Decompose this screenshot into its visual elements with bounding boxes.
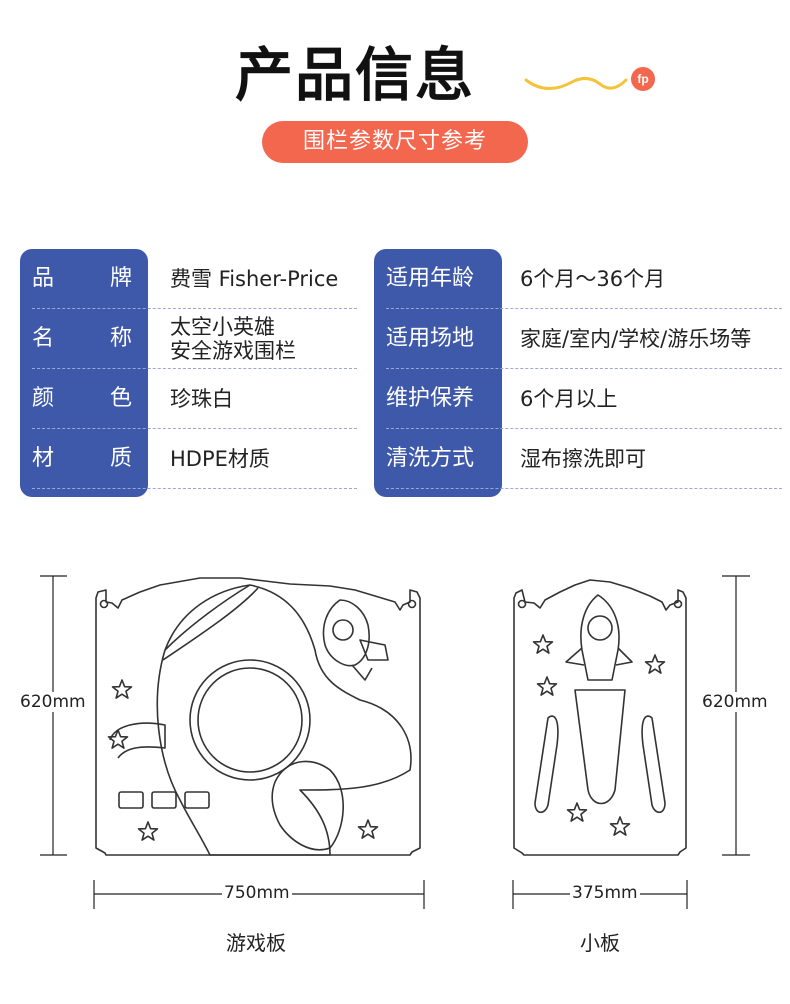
game-panel-outline <box>95 577 421 856</box>
spec-row: 品 牌 费雪 Fisher-Price <box>20 249 357 309</box>
row-divider <box>386 368 782 369</box>
spec-value-brand: 费雪 Fisher-Price <box>170 267 339 291</box>
spec-row: 维护保养 6个月以上 <box>374 369 782 429</box>
page-title: 产品信息 <box>234 41 475 109</box>
rocket-fin-icon <box>271 760 344 851</box>
spec-label-color: 颜 色 <box>32 386 132 411</box>
spec-label-name: 名 称 <box>32 326 132 351</box>
rocket-trail-icon <box>641 715 666 814</box>
game-panel-width-label: 750mm <box>222 883 292 903</box>
title-decoration: fp <box>524 67 655 91</box>
row-divider <box>32 308 357 309</box>
panel-button-icon <box>184 791 210 809</box>
star-icon <box>357 819 379 839</box>
spec-label-age: 适用年龄 <box>386 266 475 291</box>
row-divider <box>32 428 357 429</box>
rocket-body-icon <box>156 584 412 856</box>
section-subtitle: 围栏参数尺寸参考 <box>262 121 528 163</box>
spec-row: 适用场地 家庭/室内/学校/游乐场等 <box>374 309 782 369</box>
small-panel-rocket-fin-icon <box>615 647 633 666</box>
small-panel-outline <box>513 579 687 856</box>
spec-value-cleaning: 湿布擦洗即可 <box>520 447 646 471</box>
spec-value-maintenance: 6个月以上 <box>520 387 618 411</box>
row-divider <box>386 308 782 309</box>
latch-icon <box>517 599 527 609</box>
panel-button-icon <box>151 791 177 809</box>
spec-row: 材 质 HDPE材质 <box>20 429 357 489</box>
star-icon <box>137 821 159 841</box>
spec-label-cleaning: 清洗方式 <box>386 446 475 471</box>
row-divider <box>32 368 357 369</box>
small-rocket-icon <box>322 599 370 667</box>
small-panel-rocket-fin-icon <box>565 647 585 666</box>
star-icon <box>644 654 666 674</box>
brand-logo-text: fp <box>637 72 648 86</box>
spec-value-venue: 家庭/室内/学校/游乐场等 <box>520 327 752 351</box>
rocket-window-inner-icon <box>197 667 303 773</box>
star-icon <box>609 816 631 836</box>
game-panel-caption: 游戏板 <box>226 931 286 955</box>
game-panel-height-label: 620mm <box>18 692 88 712</box>
spec-value-age: 6个月～36个月 <box>520 267 666 291</box>
panel-button-icon <box>118 791 144 809</box>
rocket-trail-icon <box>534 715 559 814</box>
spec-table-left: 品 牌 费雪 Fisher-Price 名 称 太空小英雄 安全游戏围栏 颜 色… <box>20 249 357 497</box>
spec-row: 颜 色 珍珠白 <box>20 369 357 429</box>
star-icon <box>536 676 558 696</box>
small-panel-caption: 小板 <box>580 931 620 955</box>
row-divider <box>386 488 782 489</box>
rocket-trail-icon <box>574 689 626 805</box>
latch-icon <box>99 599 109 609</box>
small-panel-rocket-window-icon <box>587 615 613 641</box>
brand-logo-icon <box>631 67 655 91</box>
row-divider <box>386 428 782 429</box>
spec-label-venue: 适用场地 <box>386 326 475 351</box>
star-icon <box>566 802 588 822</box>
rocket-window-icon <box>189 659 311 781</box>
spec-row: 名 称 太空小英雄 安全游戏围栏 <box>20 309 357 369</box>
small-rocket-window-icon <box>332 619 354 641</box>
row-divider <box>32 488 357 489</box>
spec-row: 清洗方式 湿布擦洗即可 <box>374 429 782 489</box>
small-panel-width-label: 375mm <box>570 883 640 903</box>
latch-icon <box>407 599 417 609</box>
spec-row: 适用年龄 6个月～36个月 <box>374 249 782 309</box>
spec-value-color: 珍珠白 <box>170 387 233 411</box>
small-rocket-fin-icon <box>359 639 389 661</box>
spec-label-brand: 品 牌 <box>32 266 132 291</box>
label-column <box>20 249 148 497</box>
rocket-nose-line <box>162 587 259 661</box>
latch-icon <box>673 599 683 609</box>
panel-drawings <box>40 575 750 909</box>
shooting-star-trail-icon <box>109 722 166 759</box>
small-panel-height-label: 620mm <box>700 692 770 712</box>
star-icon <box>111 679 133 699</box>
small-rocket-flame-icon <box>351 664 373 681</box>
label-column <box>374 249 502 497</box>
spec-value-name: 太空小英雄 安全游戏围栏 <box>170 315 296 363</box>
spec-table-right: 适用年龄 6个月～36个月 适用场地 家庭/室内/学校/游乐场等 维护保养 6个… <box>374 249 782 497</box>
spec-value-material: HDPE材质 <box>170 447 270 471</box>
small-panel-rocket-icon <box>580 594 620 681</box>
rocket-nose-line <box>164 584 251 651</box>
star-icon <box>107 729 129 749</box>
star-icon <box>532 634 554 654</box>
spec-label-material: 材 质 <box>32 446 132 471</box>
spec-label-maintenance: 维护保养 <box>386 386 475 411</box>
wave-decoration <box>524 77 628 90</box>
